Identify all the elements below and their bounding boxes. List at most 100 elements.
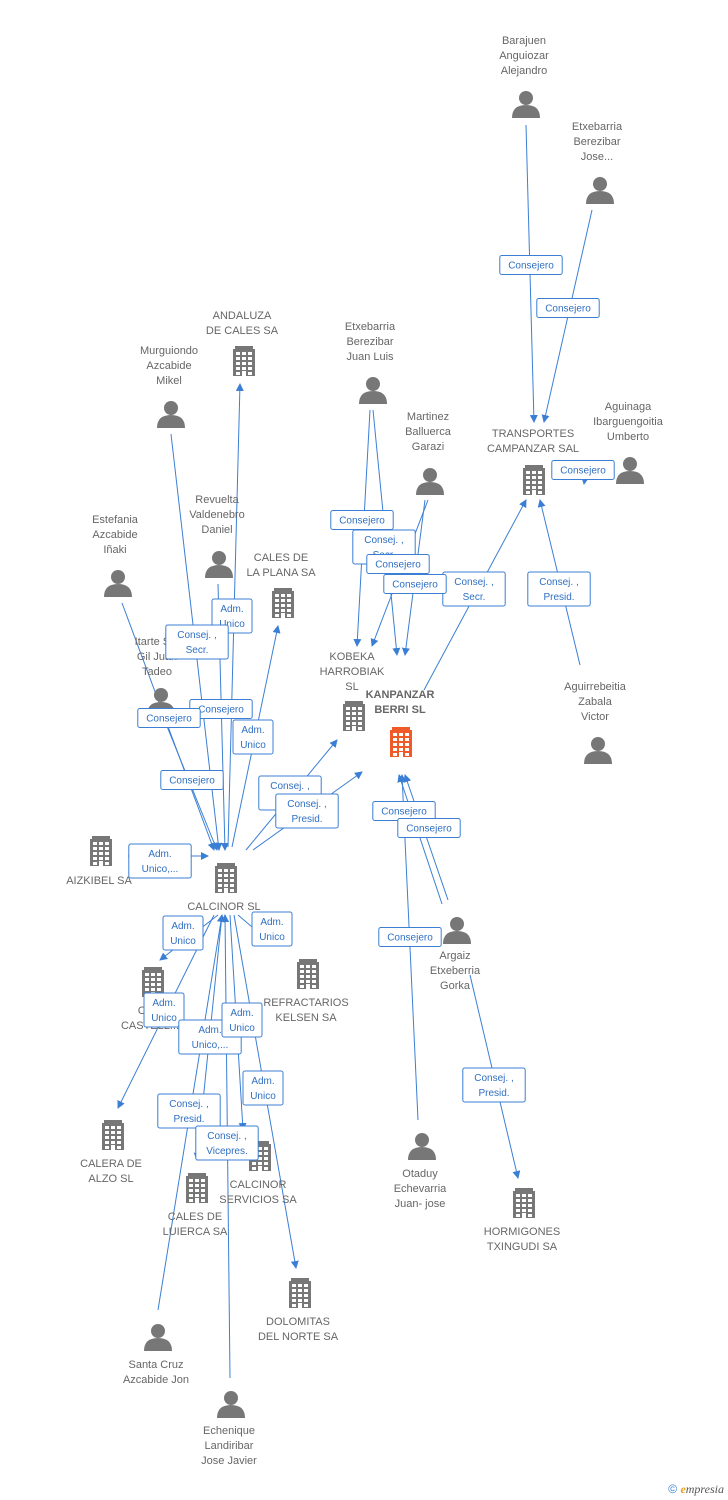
edge-label[interactable]: Consej. ,Presid. (157, 1093, 221, 1129)
company-node-caleslu[interactable]: CALES DE LUIERCA SA (163, 1173, 228, 1238)
company-node-andaluza[interactable]: ANDALUZA DE CALES SA (206, 310, 279, 376)
building-icon (186, 1173, 208, 1203)
edge-label-text: Adm. (230, 1008, 253, 1019)
edge-label-text: Unico,... (142, 864, 179, 875)
edge-label[interactable]: Adm.Unico (232, 719, 274, 755)
node-label: LUIERCA SA (163, 1226, 228, 1238)
node-label: Etxebarria (572, 121, 623, 133)
node-label: CALES DE (168, 1211, 222, 1223)
building-icon (513, 1188, 535, 1218)
building-icon (390, 727, 412, 757)
edge-label-box (551, 460, 615, 480)
edge-label[interactable]: Adm.Unico (242, 1070, 284, 1106)
node-label: Berezibar (573, 136, 620, 148)
edge-label[interactable]: Consej. ,Vicepres. (195, 1125, 259, 1161)
person-icon (205, 551, 233, 578)
edge-label[interactable]: Consejero (372, 801, 436, 821)
edge-label[interactable]: Consej. ,Secr. (165, 624, 229, 660)
edge-label-text: Consejero (392, 580, 438, 591)
edge-label[interactable]: Adm.Unico (143, 992, 185, 1028)
edge-label[interactable]: Consejero (499, 255, 563, 275)
footer-brand[interactable]: © empresia (668, 1482, 724, 1497)
edge-label-text: Consejero (146, 714, 192, 725)
edge-label[interactable]: Consejero (397, 818, 461, 838)
person-icon (616, 457, 644, 484)
edge-label-text: Secr. (463, 592, 486, 603)
node-label: Azcabide (92, 529, 137, 541)
edge-label-text: Adm. (198, 1025, 221, 1036)
edge-label-text: Adm. (152, 998, 175, 1009)
edge-label[interactable]: Consejero (551, 460, 615, 480)
edge-label[interactable]: Consejero (383, 574, 447, 594)
edge-label[interactable]: Adm.Unico (162, 915, 204, 951)
node-label: Iñaki (103, 544, 126, 556)
node-label: DE CALES SA (206, 325, 279, 337)
node-label: Valdenebro (189, 509, 244, 521)
edge-label[interactable]: Consej. ,Presid. (462, 1067, 526, 1103)
edge-label-text: Adm. (241, 725, 264, 736)
brand-logo: empresia (680, 1482, 724, 1496)
edge-label-text: Consejero (508, 261, 554, 272)
node-label: Juan- jose (395, 1198, 446, 1210)
edge-label[interactable]: Consej. ,Secr. (442, 571, 506, 607)
edge-label[interactable]: Consej. ,Presid. (527, 571, 591, 607)
edge-label[interactable]: Consejero (536, 298, 600, 318)
edge-label[interactable]: Consejero (366, 554, 430, 574)
edge-label-text: Consej. , (474, 1073, 513, 1084)
node-label: KELSEN SA (275, 1012, 337, 1024)
edge-label[interactable]: Consejero (160, 770, 224, 790)
node-label: Umberto (607, 431, 649, 443)
edge-label[interactable]: Adm.Unico,... (128, 843, 192, 879)
edge-label[interactable]: Consejero (330, 510, 394, 530)
edge-label-box (536, 298, 600, 318)
edge-label-box (143, 992, 185, 1028)
edge-label-text: Consejero (406, 824, 452, 835)
node-label: CALES DE (254, 552, 308, 564)
company-node-calcinor[interactable]: CALCINOR SL (187, 863, 261, 913)
edge-label-text: Unico (219, 619, 245, 630)
person-node-etxjose[interactable]: EtxebarriaBerezibarJose... (572, 121, 623, 204)
node-label: Juan Luis (346, 351, 394, 363)
node-label: Otaduy (402, 1168, 438, 1180)
edge-label-box (162, 915, 204, 951)
node-label: Azcabide Jon (123, 1374, 189, 1386)
node-label: ANDALUZA (213, 310, 272, 322)
node-label: Ibarguengoitia (593, 416, 664, 428)
edge-label[interactable]: Consejero (137, 708, 201, 728)
edge-label-box (366, 554, 430, 574)
building-icon (233, 346, 255, 376)
company-node-aizkibel[interactable]: AIZKIBEL SA (66, 836, 132, 887)
edge-label[interactable]: Consej. ,Presid. (275, 793, 339, 829)
node-label: Mikel (156, 375, 182, 387)
edge-label[interactable]: Adm.Unico (221, 1002, 263, 1038)
edge-label[interactable]: Consejero (378, 927, 442, 947)
person-icon (217, 1391, 245, 1418)
edge-label[interactable]: Adm.Unico (251, 911, 293, 947)
node-label: CALERA DE (80, 1158, 142, 1170)
node-label: SERVICIOS SA (219, 1194, 297, 1206)
edge-label-box (137, 708, 201, 728)
